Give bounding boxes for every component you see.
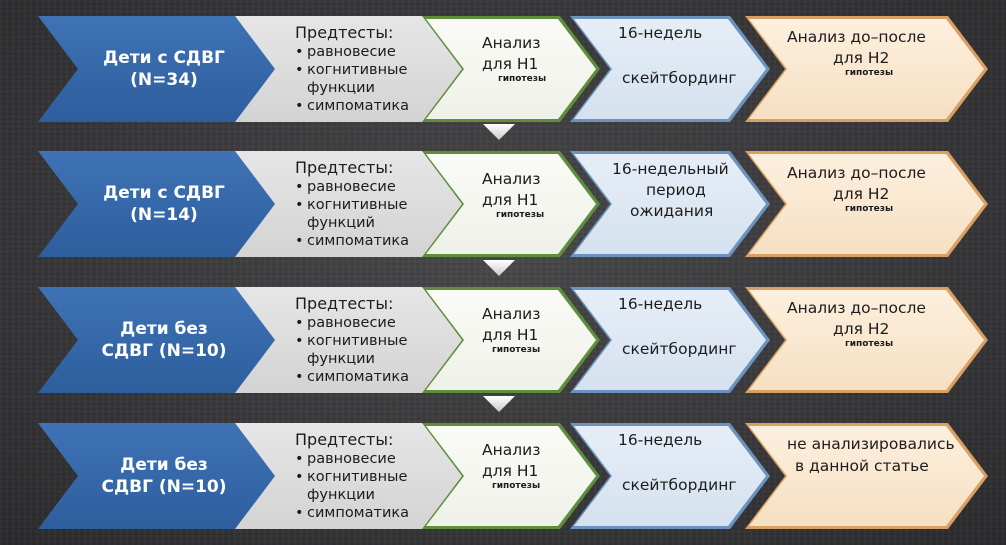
study-row-1: Дети с СДВГ (N=34) Предтесты: равновесие… (0, 16, 1006, 122)
intervention-chevron: 16-недель скейтбординг (570, 16, 770, 122)
group-chevron: Дети с СДВГ (N=34) (38, 16, 278, 122)
pretest-item-continuation: функции (307, 80, 375, 96)
down-arrow-icon (483, 260, 515, 276)
h1-line: Анализ (482, 441, 541, 459)
group-size: СДВГ (N=10) (101, 477, 227, 497)
h2-line: Анализ до–после (787, 164, 926, 182)
h1-line: для H1 (482, 191, 539, 209)
intervention-chevron: 16-недель скейтбординг (570, 423, 770, 529)
group-label: Дети с СДВГ (103, 182, 225, 203)
intervention-chevron: 16-недель скейтбординг (570, 287, 770, 393)
h2-analysis-chevron: Анализ до–после для H2 гипотезы (745, 151, 988, 257)
intervention-line: период (646, 181, 706, 199)
h1-caption: гипотезы (492, 481, 541, 491)
h1-caption: гипотезы (498, 74, 547, 84)
h1-caption: гипотезы (492, 345, 541, 355)
study-row-3: Дети без СДВГ (N=10) Предтесты: равновес… (0, 287, 1006, 393)
group-chevron: Дети без СДВГ (N=10) (38, 287, 278, 393)
pretest-item: когнитивные (295, 332, 463, 350)
group-size: (N=34) (130, 70, 198, 90)
h1-line: для H1 (482, 55, 539, 73)
h2-line: Анализ до–после (787, 28, 926, 46)
group-size: (N=14) (130, 205, 198, 225)
pretest-item: равновесие (295, 314, 463, 332)
group-label: Дети с СДВГ (103, 47, 225, 68)
h2-analysis-chevron: Анализ до–после для H2 гипотезы (745, 287, 988, 393)
pretest-item: когнитивные (295, 196, 463, 214)
pretest-item-continuation: функций (307, 215, 375, 231)
down-arrow-icon (483, 396, 515, 412)
pretest-title: Предтесты: (295, 294, 394, 313)
study-row-2: Дети с СДВГ (N=14) Предтесты: равновесие… (0, 151, 1006, 257)
study-row-4: Дети без СДВГ (N=10) Предтесты: равновес… (0, 423, 1006, 529)
pretest-item: когнитивные (295, 468, 463, 486)
h2-line: для H2 (833, 185, 890, 203)
pretest-item: равновесие (295, 450, 463, 468)
h1-line: Анализ (482, 305, 541, 323)
pretest-chevron: Предтесты: равновесие когнитивные функци… (235, 151, 463, 257)
not-analyzed-chevron: не анализировались в данной статье (745, 423, 988, 529)
pretest-title: Предтесты: (295, 158, 394, 177)
group-chevron: Дети с СДВГ (N=14) (38, 151, 278, 257)
intervention-line: скейтбординг (622, 69, 737, 87)
intervention-line: 16-недель (618, 24, 703, 42)
h1-analysis-chevron: Анализ для H1 гипотезы (422, 151, 600, 257)
group-chevron: Дети без СДВГ (N=10) (38, 423, 278, 529)
group-label: Дети без (120, 318, 208, 339)
h1-analysis-chevron: Анализ для H1 гипотезы (422, 16, 600, 122)
h2-analysis-chevron: Анализ до–после для H2 гипотезы (745, 16, 988, 122)
not-analyzed-line: в данной статье (795, 457, 929, 475)
pretest-item: равновесие (295, 178, 463, 196)
h1-analysis-chevron: Анализ для H1 гипотезы (422, 423, 600, 529)
intervention-line: 16-недель (618, 295, 703, 313)
h1-analysis-chevron: Анализ для H1 гипотезы (422, 287, 600, 393)
h2-caption: гипотезы (845, 68, 894, 78)
intervention-line: 16-недельный (612, 160, 729, 178)
pretest-item: когнитивные (295, 61, 463, 79)
pretest-item: симпоматика (295, 368, 463, 386)
pretest-title: Предтесты: (295, 23, 394, 42)
h1-line: для H1 (482, 462, 539, 480)
intervention-line: ожидания (630, 202, 714, 220)
pretest-item-continuation: функции (307, 351, 375, 367)
pretest-item: симпоматика (295, 504, 463, 522)
pretest-item: симпоматика (295, 232, 463, 250)
intervention-line: 16-недель (618, 431, 703, 449)
pretest-item-continuation: функции (307, 487, 375, 503)
group-size: СДВГ (N=10) (101, 341, 227, 361)
h1-caption: гипотезы (496, 210, 545, 220)
h2-line: Анализ до–после (787, 299, 926, 317)
h2-caption: гипотезы (845, 339, 894, 349)
pretest-item: равновесие (295, 43, 463, 61)
h2-line: для H2 (833, 320, 890, 338)
h1-line: Анализ (482, 170, 541, 188)
down-arrow-icon (483, 124, 515, 140)
h2-caption: гипотезы (845, 204, 894, 214)
intervention-line: скейтбординг (622, 476, 737, 494)
h2-line: для H2 (833, 49, 890, 67)
pretest-title: Предтесты: (295, 430, 394, 449)
h1-line: для H1 (482, 326, 539, 344)
group-label: Дети без (120, 454, 208, 475)
intervention-chevron: 16-недельный период ожидания (570, 151, 770, 257)
intervention-line: скейтбординг (622, 340, 737, 358)
not-analyzed-line: не анализировались (787, 435, 955, 453)
h1-line: Анализ (482, 34, 541, 52)
pretest-item: симпоматика (295, 97, 463, 115)
